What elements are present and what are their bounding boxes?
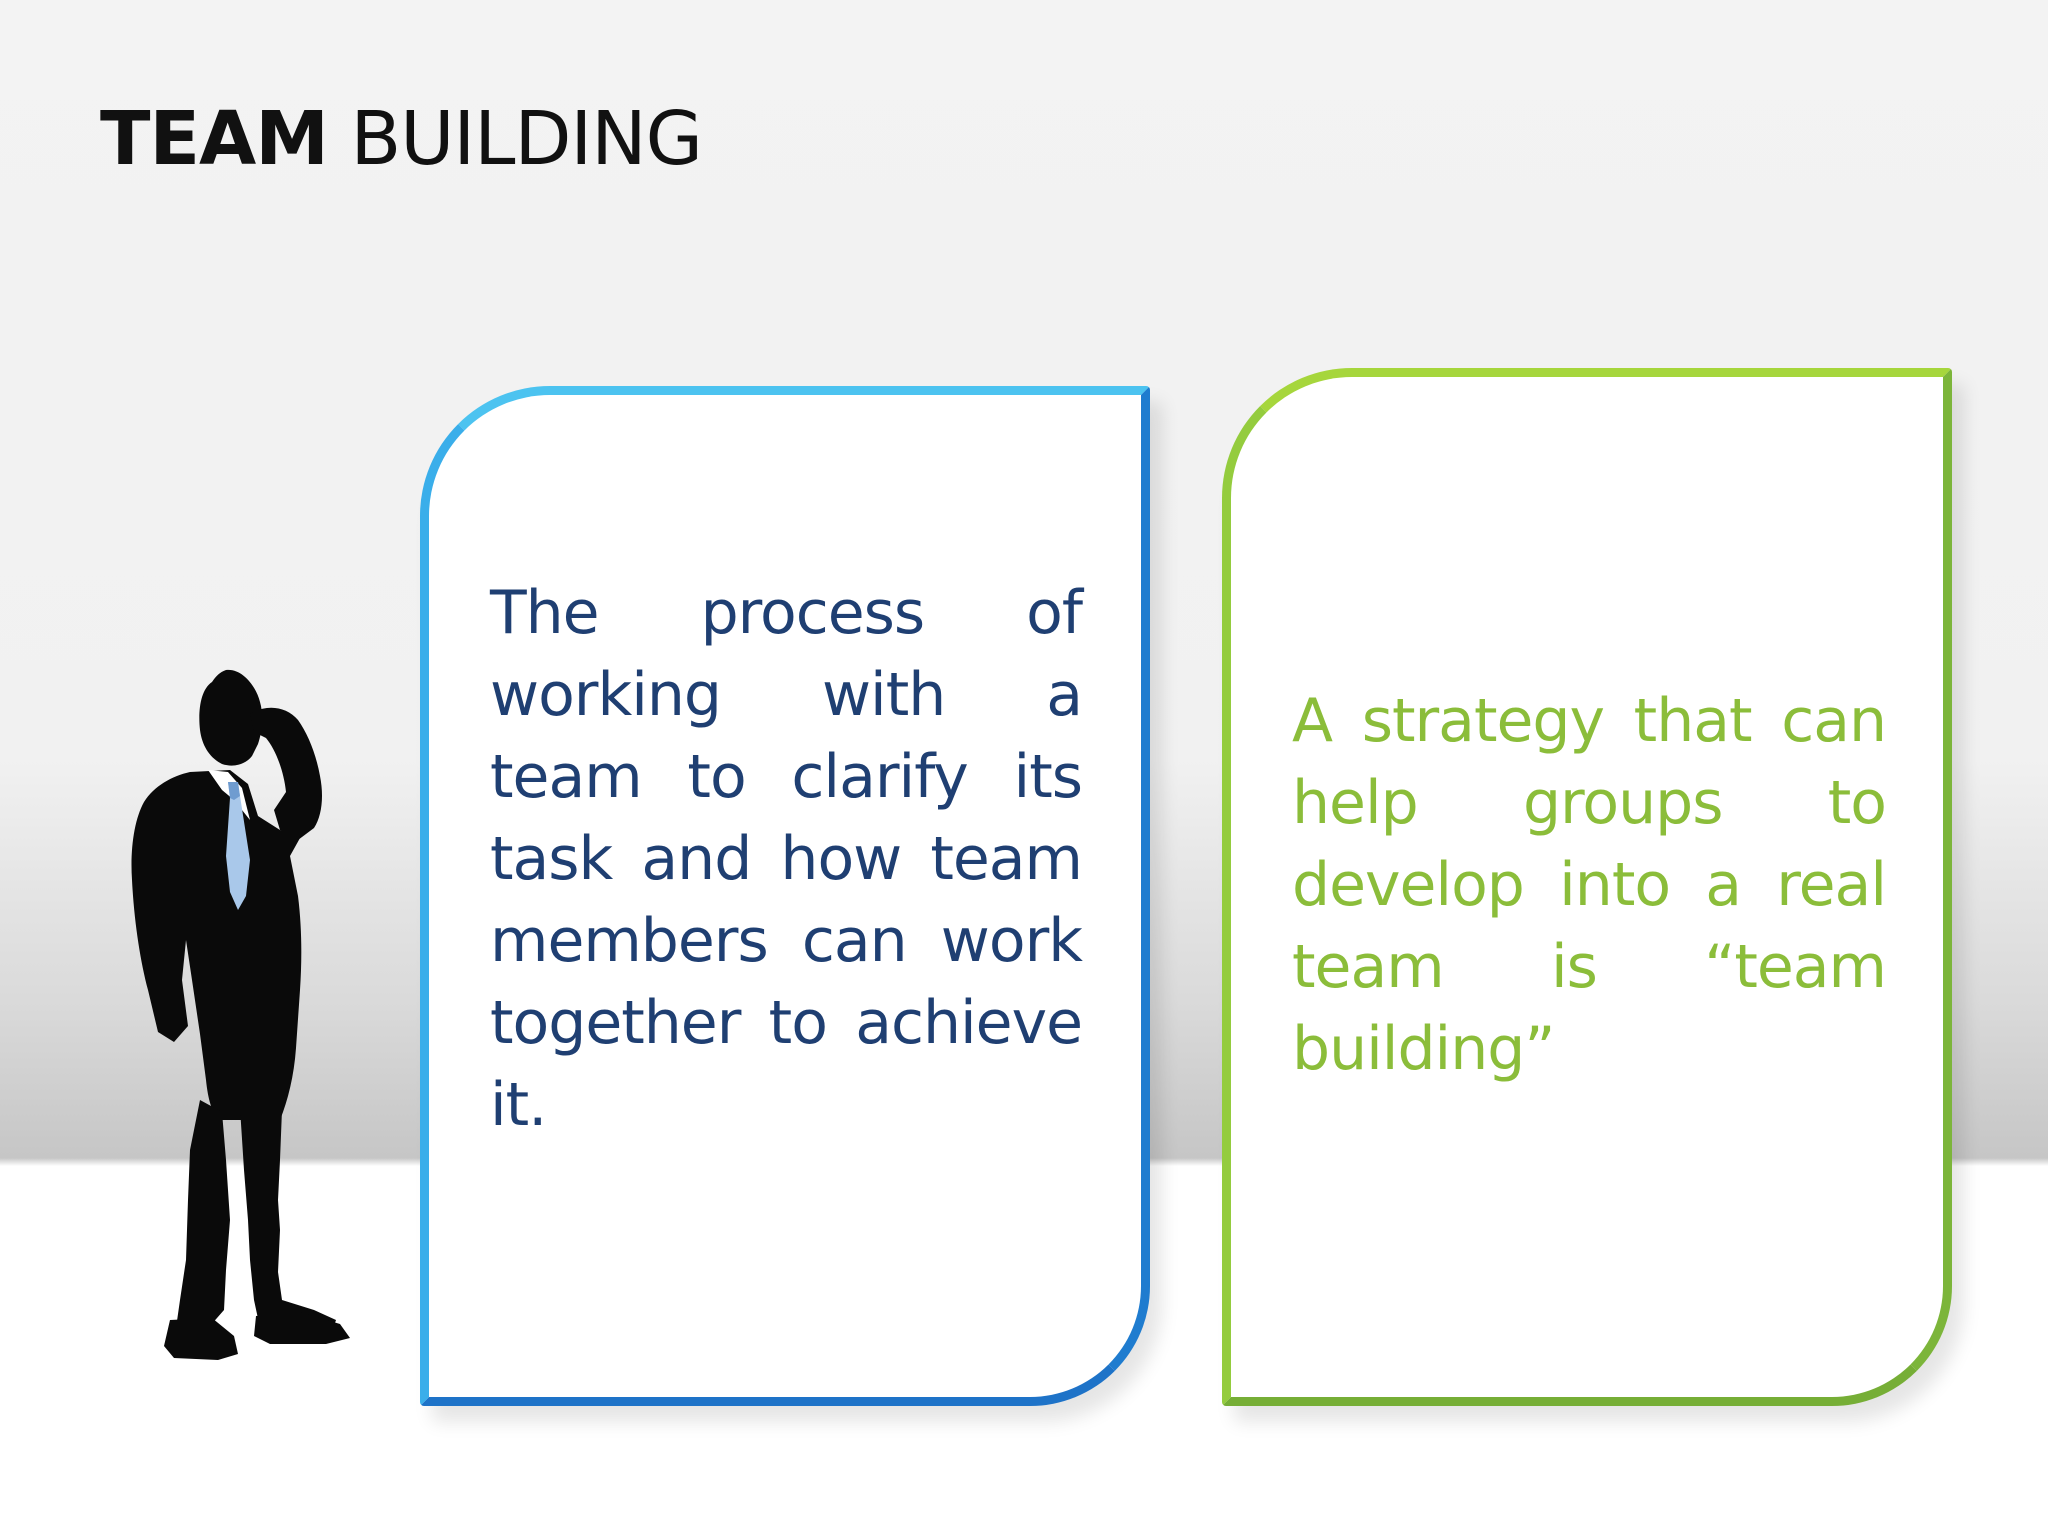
title-rest-word: BUILDING [350, 96, 702, 182]
businessman-silhouette-icon [131, 669, 350, 1360]
definition-card-green [1222, 368, 1952, 1406]
definition-text: The process of working with a team to cl… [490, 578, 1083, 1140]
title-bold-word: TEAM [100, 96, 329, 182]
slide-title: TEAM BUILDING [100, 102, 703, 176]
strategy-text: A strategy that can help groups to devel… [1292, 686, 1887, 1084]
definition-card-blue [420, 386, 1150, 1406]
